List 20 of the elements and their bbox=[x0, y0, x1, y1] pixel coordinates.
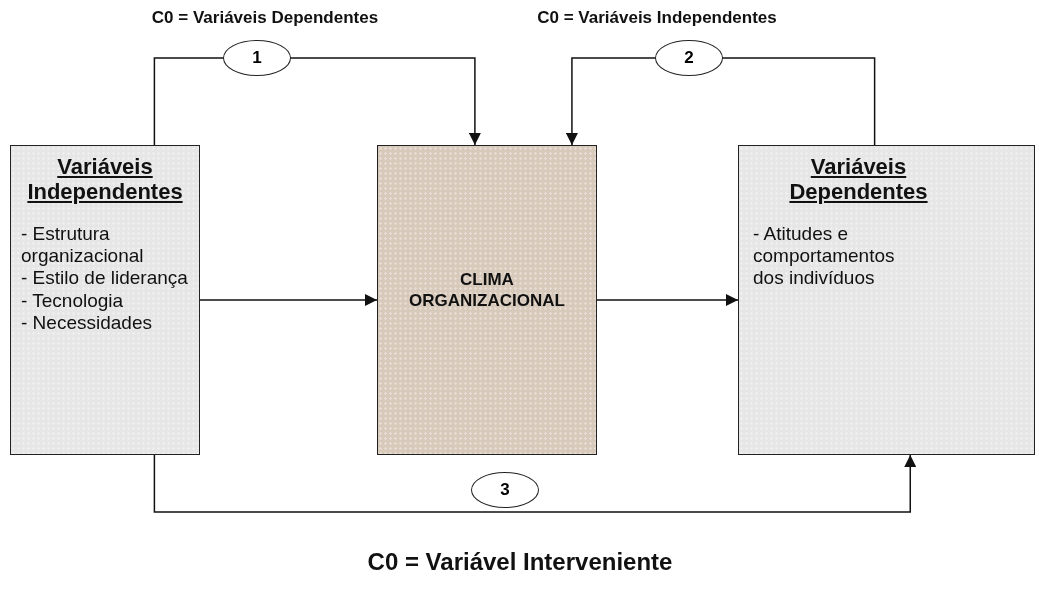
note-text: C0 = Variáveis Independentes bbox=[537, 8, 777, 28]
arrow bbox=[596, 294, 739, 306]
arrow bbox=[199, 294, 378, 306]
box-heading: Variáveis Dependentes bbox=[788, 154, 929, 205]
arrow bbox=[153, 454, 917, 513]
note-text: C0 = Variável Interveniente bbox=[367, 548, 673, 576]
box-title: CLIMA ORGANIZACIONAL bbox=[408, 268, 566, 312]
variables-box bbox=[10, 145, 200, 455]
list-item: - Necessidades bbox=[21, 312, 153, 335]
edge-label: 2 bbox=[655, 40, 723, 76]
variables-box bbox=[738, 145, 1035, 455]
note-text: C0 = Variáveis Dependentes bbox=[151, 8, 379, 28]
list-item: - Tecnologia bbox=[21, 289, 125, 313]
edge-label: 1 bbox=[223, 40, 291, 76]
edge-label: 3 bbox=[471, 472, 539, 508]
list-item: - Atitudes e comportamentos dos indivíduos bbox=[753, 222, 896, 290]
list-item: - Estilo de liderança bbox=[21, 267, 189, 290]
box-heading: Variáveis Independentes bbox=[26, 154, 184, 205]
process-box bbox=[377, 145, 597, 455]
list-item: - Estrutura organizacional bbox=[21, 222, 145, 268]
